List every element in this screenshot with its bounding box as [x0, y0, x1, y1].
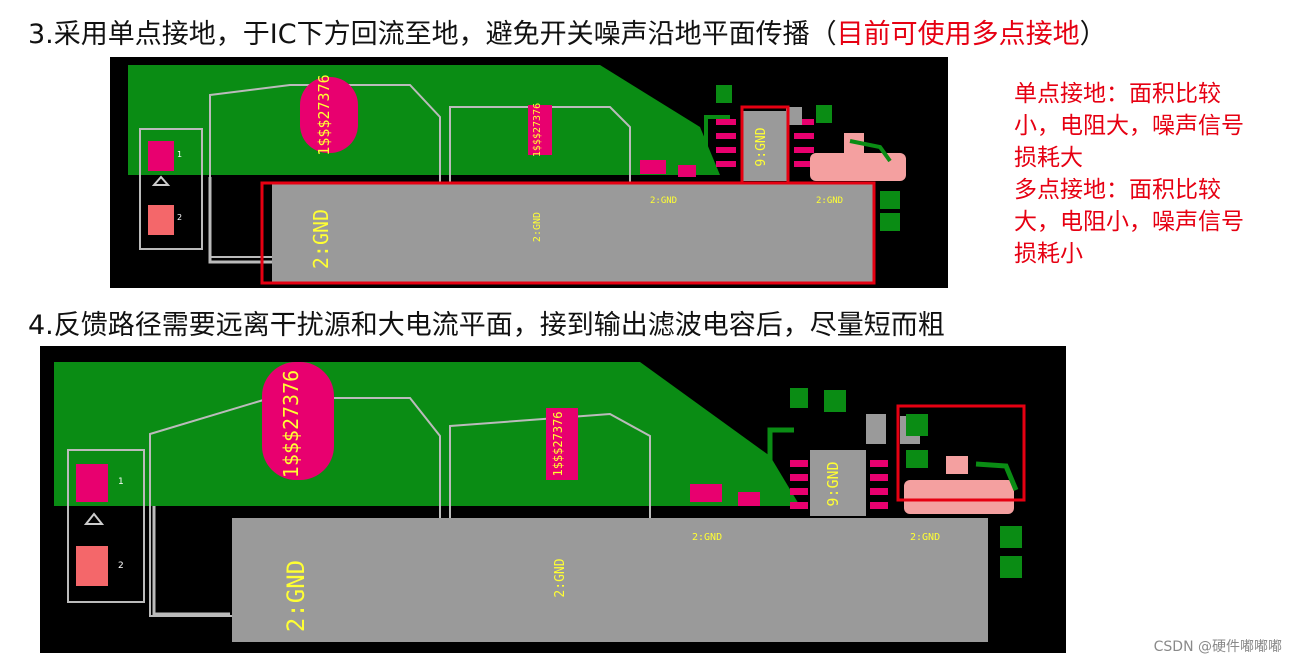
watermark: CSDN @硬件嘟嘟嘟 — [1153, 639, 1282, 655]
heading-3-close: ） — [1079, 19, 1107, 50]
diode-symbol — [151, 175, 171, 186]
gnd-plane — [272, 183, 874, 283]
label-diode-pin1: 1 — [118, 477, 124, 487]
label-small-gnd-b: 2:GND — [816, 196, 843, 206]
inductor-pad — [300, 77, 358, 153]
heading-single-point-ground: 3.采用单点接地，于IC下方回流至地，避免开关噪声沿地平面传播（目前可使用多点接… — [28, 12, 1107, 51]
inductor-pad — [262, 362, 334, 480]
output-pad — [904, 480, 1014, 514]
label-gnd-small: 2:GND — [532, 212, 543, 242]
label-small-gnd-a: 2:GND — [650, 196, 677, 206]
label-gnd-small: 2:GND — [553, 558, 568, 597]
label-ic-net: 9:GND — [754, 127, 769, 166]
label-small-gnd-b: 2:GND — [910, 532, 940, 543]
copper-pour — [128, 65, 720, 175]
pcb-layout-single-point: 1$$$27376 1$$$27376 9:GND 2:GND 2:GND 2:… — [110, 57, 948, 288]
highlight-ic — [740, 105, 790, 185]
pcb-svg-2: 1$$$27376 1$$$27376 9:GND 2:GND 2:GND 2:… — [54, 362, 1026, 642]
label-small-gnd-a: 2:GND — [692, 532, 722, 543]
label-part-small: 1$$$27376 — [551, 411, 565, 476]
pcb-svg-1: 1$$$27376 1$$$27376 9:GND 2:GND 2:GND 2:… — [128, 65, 906, 285]
cap-pad — [546, 408, 578, 480]
label-ic-net: 9:GND — [824, 461, 842, 506]
label-ref: 1$$$27376 — [279, 370, 303, 478]
trace-feed — [208, 177, 280, 264]
heading-feedback-path: 4.反馈路径需要远离干扰源和大电流平面，接到输出滤波电容后，尽量短而粗 — [28, 310, 945, 341]
cap-pad — [528, 105, 552, 155]
gnd-plane — [232, 518, 988, 642]
heading-3-text: 3.采用单点接地，于IC下方回流至地，避免开关噪声沿地平面传播（ — [28, 19, 837, 50]
small-pad-b — [678, 165, 696, 177]
small-pad-a — [640, 160, 666, 174]
trace-feed — [152, 506, 230, 616]
label-diode-pin1: 1 — [177, 150, 182, 159]
output-pad — [810, 153, 906, 181]
note-single-point: 单点接地：面积比较小，电阻大，噪声信号损耗大 — [1014, 81, 1244, 171]
label-part-small: 1$$$27376 — [532, 103, 543, 157]
label-gnd: 2:GND — [309, 209, 333, 269]
note-multi-point: 多点接地：面积比较大，电阻小，噪声信号损耗小 — [1014, 177, 1244, 267]
diode-pad-1 — [76, 464, 108, 502]
label-gnd: 2:GND — [282, 560, 310, 632]
ic-body — [742, 111, 788, 181]
heading-3-highlight: 目前可使用多点接地 — [836, 19, 1080, 50]
silk-outline-diode — [139, 128, 203, 250]
diode-pad-2 — [148, 205, 174, 235]
silk-outline-diode — [67, 449, 145, 603]
ic-body — [810, 450, 866, 516]
diode-pad-2 — [76, 546, 108, 586]
pcb-layout-feedback: 1$$$27376 1$$$27376 9:GND 2:GND 2:GND 2:… — [40, 346, 1066, 653]
label-diode-pin2: 2 — [118, 561, 124, 571]
highlight-feedback — [896, 404, 1026, 502]
copper-pour — [54, 362, 800, 506]
diode-pad-1 — [148, 141, 174, 171]
label-ref: 1$$$27376 — [315, 74, 333, 155]
highlight-gnd-area — [260, 181, 876, 285]
diode-symbol — [83, 512, 105, 525]
label-diode-pin2: 2 — [177, 213, 182, 222]
